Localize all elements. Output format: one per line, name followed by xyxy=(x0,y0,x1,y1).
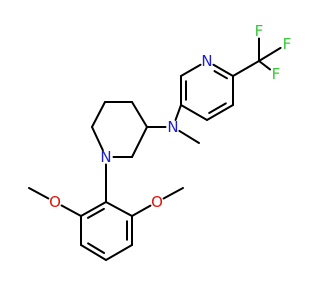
bond-P2-P6a xyxy=(91,101,106,128)
bond-OL-MeL xyxy=(28,187,50,200)
bond-C4-C3 xyxy=(180,104,208,121)
bond-B1-B2 xyxy=(80,201,107,217)
bond-C2-pyN xyxy=(180,63,202,77)
bond-P6a-pipN xyxy=(91,126,104,152)
bond-P4-P3 xyxy=(131,101,148,128)
atom-label-pyridine-n: N xyxy=(201,52,212,70)
bond-B1-B2-double xyxy=(86,207,105,219)
atom-label-f-bottom: F xyxy=(272,65,281,83)
bond-amN-Me xyxy=(178,129,200,144)
bond-B3-B4 xyxy=(80,244,107,261)
atom-label-f-top: F xyxy=(255,22,264,40)
bond-pyN-C6-double xyxy=(213,70,228,80)
bond-C5-C4 xyxy=(206,104,234,121)
bond-layer xyxy=(28,37,282,261)
bond-CF3-F3 xyxy=(258,60,272,71)
bond-B6-B1 xyxy=(105,201,133,217)
bond-B3-B4-double xyxy=(87,242,106,255)
bond-B2-OL xyxy=(60,204,82,217)
bond-P5-P4 xyxy=(131,126,148,158)
bond-B4-B5 xyxy=(105,244,133,261)
atom-label-amine-n: N xyxy=(167,118,178,136)
atom-label-piperidine-n: N xyxy=(100,148,111,166)
bond-B6-OR xyxy=(131,204,152,217)
atom-label-methoxy-o-right: O xyxy=(151,193,163,211)
atom-label-methoxy-o-left: O xyxy=(49,193,61,211)
bond-C3-amN xyxy=(174,104,182,121)
bond-pyN-C6 xyxy=(212,63,234,77)
bond-C5-C4-double xyxy=(208,102,227,114)
bond-OR-MeR xyxy=(162,187,184,200)
atom-label-f-right: F xyxy=(283,35,292,53)
bond-CF3-F2 xyxy=(258,46,282,62)
bond-C6-CF3 xyxy=(232,60,260,77)
